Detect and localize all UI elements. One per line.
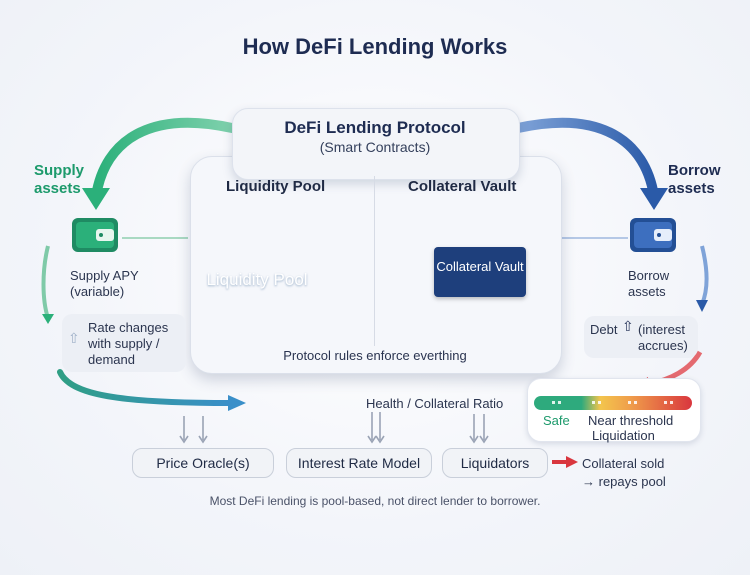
footnote: Most DeFi lending is pool-based, not dir…: [209, 494, 541, 508]
debt-text: Debt: [590, 322, 618, 337]
supply-apy-text: Supply APY (variable): [70, 268, 139, 299]
price-oracle-box: Price Oracle(s): [132, 448, 274, 478]
liquidity-pool-heading: Liquidity Pool: [226, 178, 326, 195]
up-arrow-icon: ⇧: [622, 318, 634, 334]
wallet-icon: [630, 218, 676, 252]
protocol-rules-text: Protocol rules enforce everthing: [283, 348, 467, 363]
wallet-icon: [72, 218, 118, 252]
supply-assets-heading: Supply assets: [34, 162, 85, 197]
liquidity-pool-label: Liquidity Pool: [206, 270, 308, 289]
collateral-sold-text: Collateral sold: [582, 456, 665, 471]
section-divider: [374, 176, 375, 346]
collateral-vault-label: Collateral Vault: [436, 259, 524, 274]
rate-changes-text: Rate changes with supply / demand: [88, 320, 169, 367]
health-ratio-label: Health / Collateral Ratio: [366, 396, 504, 411]
protocol-title: DeFi Lending Protocol: [284, 118, 466, 137]
collateral-vault-heading: Collateral Vault: [408, 178, 517, 195]
up-arrow-icon: ⇧: [68, 330, 80, 346]
borrow-arrow: [513, 117, 659, 201]
liquidators-box: Liquidators: [442, 448, 548, 478]
protocol-header: [232, 108, 520, 180]
page-title: How DeFi Lending Works: [242, 34, 508, 59]
health-liquidation-label: Liquidation: [592, 428, 655, 443]
supply-arrowhead: [82, 188, 110, 210]
borrow-assets-label: Borrow assets: [628, 268, 670, 299]
debt-box: [584, 316, 698, 358]
supply-arrow: [91, 117, 237, 201]
flow-arrow: [57, 369, 233, 406]
borrow-arrowhead: [640, 188, 668, 210]
repays-pool-text: → repays pool: [582, 474, 666, 489]
borrow-assets-heading: Borrow assets: [668, 162, 721, 197]
health-near-threshold-label: Near threshold: [588, 413, 674, 428]
interest-rate-model-box: Interest Rate Model: [286, 448, 432, 478]
rate-change-box: [62, 314, 186, 372]
protocol-subtitle: (Smart Contracts): [319, 139, 431, 155]
debt-interest-text: (interest accrues): [638, 322, 688, 353]
collateral-vault-box: [434, 247, 526, 297]
health-safe-label: Safe: [543, 413, 570, 428]
